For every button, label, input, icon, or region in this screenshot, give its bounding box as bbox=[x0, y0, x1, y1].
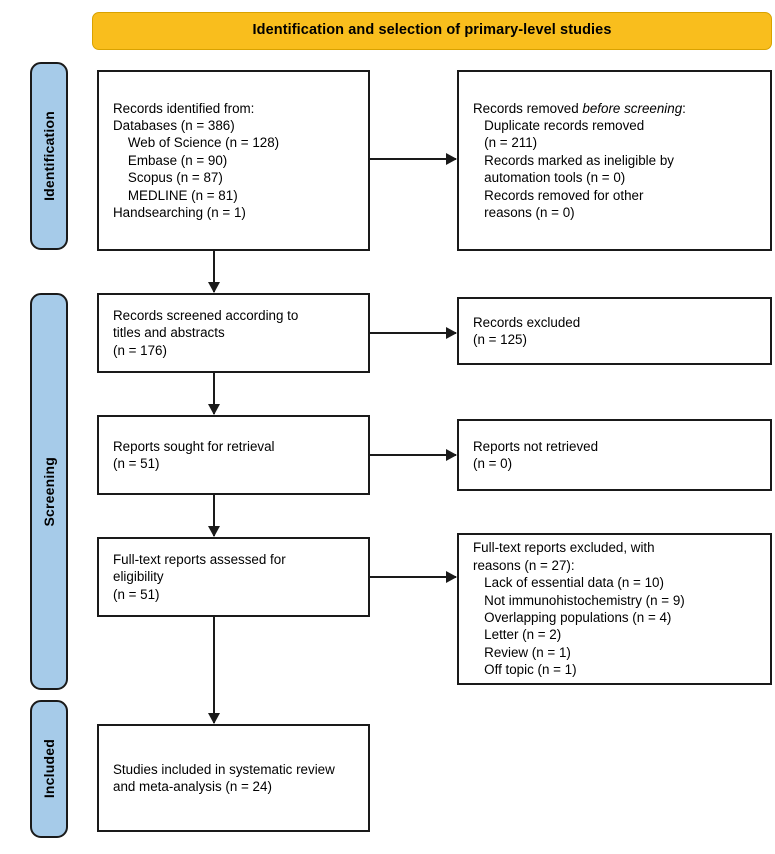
arrow-fulltext-to-included bbox=[208, 617, 220, 724]
box-records-identified-text: Records identified from: Databases (n = … bbox=[113, 100, 280, 221]
box-reports-not-retrieved: Reports not retrieved (n = 0) bbox=[457, 419, 772, 491]
stage-label-screening: Screening bbox=[30, 293, 68, 690]
stage-label-included: Included bbox=[30, 700, 68, 838]
arrow-screened-to-excluded bbox=[370, 327, 457, 339]
arrow-sought-to-not-retrieved bbox=[370, 449, 457, 461]
arrow-sought-to-fulltext bbox=[208, 495, 220, 537]
stage-label-included-text: Included bbox=[41, 739, 57, 799]
box-reports-not-retrieved-text: Reports not retrieved (n = 0) bbox=[473, 438, 599, 471]
box-records-excluded-text: Records excluded (n = 125) bbox=[473, 314, 581, 347]
arrow-identified-to-removed bbox=[370, 153, 457, 165]
box-fulltext-excluded-text: Full-text reports excluded, with reasons… bbox=[473, 540, 685, 678]
diagram-title-banner: Identification and selection of primary-… bbox=[92, 12, 772, 50]
box-records-screened: Records screened according to titles and… bbox=[97, 293, 370, 373]
box-records-removed-before-screening: Records removed before screening: Duplic… bbox=[457, 70, 772, 251]
removed-heading-plain: Records removed bbox=[473, 100, 583, 116]
box-reports-sought-text: Reports sought for retrieval (n = 51) bbox=[113, 438, 275, 471]
stage-label-identification: Identification bbox=[30, 62, 68, 250]
stage-label-screening-text: Screening bbox=[41, 456, 57, 527]
box-fulltext-assessed: Full-text reports assessed for eligibili… bbox=[97, 537, 370, 617]
box-studies-included: Studies included in systematic review an… bbox=[97, 724, 370, 832]
box-reports-sought: Reports sought for retrieval (n = 51) bbox=[97, 415, 370, 495]
box-records-excluded: Records excluded (n = 125) bbox=[457, 297, 772, 365]
removed-heading-italic: before screening bbox=[582, 100, 683, 116]
box-studies-included-text: Studies included in systematic review an… bbox=[113, 761, 335, 794]
arrow-identified-to-screened bbox=[208, 251, 220, 293]
arrow-fulltext-to-excluded bbox=[370, 571, 457, 583]
removed-heading-tail: : bbox=[682, 100, 686, 116]
arrow-screened-to-sought bbox=[208, 373, 220, 415]
removed-body: Duplicate records removed (n = 211) Reco… bbox=[484, 117, 674, 221]
box-records-removed-text: Records removed before screening: Duplic… bbox=[459, 100, 686, 222]
stage-label-identification-text: Identification bbox=[41, 111, 57, 201]
box-records-screened-text: Records screened according to titles and… bbox=[113, 307, 299, 358]
box-fulltext-excluded: Full-text reports excluded, with reasons… bbox=[457, 533, 772, 685]
box-records-identified: Records identified from: Databases (n = … bbox=[97, 70, 370, 251]
box-fulltext-assessed-text: Full-text reports assessed for eligibili… bbox=[113, 551, 286, 602]
diagram-title-text: Identification and selection of primary-… bbox=[252, 22, 612, 39]
